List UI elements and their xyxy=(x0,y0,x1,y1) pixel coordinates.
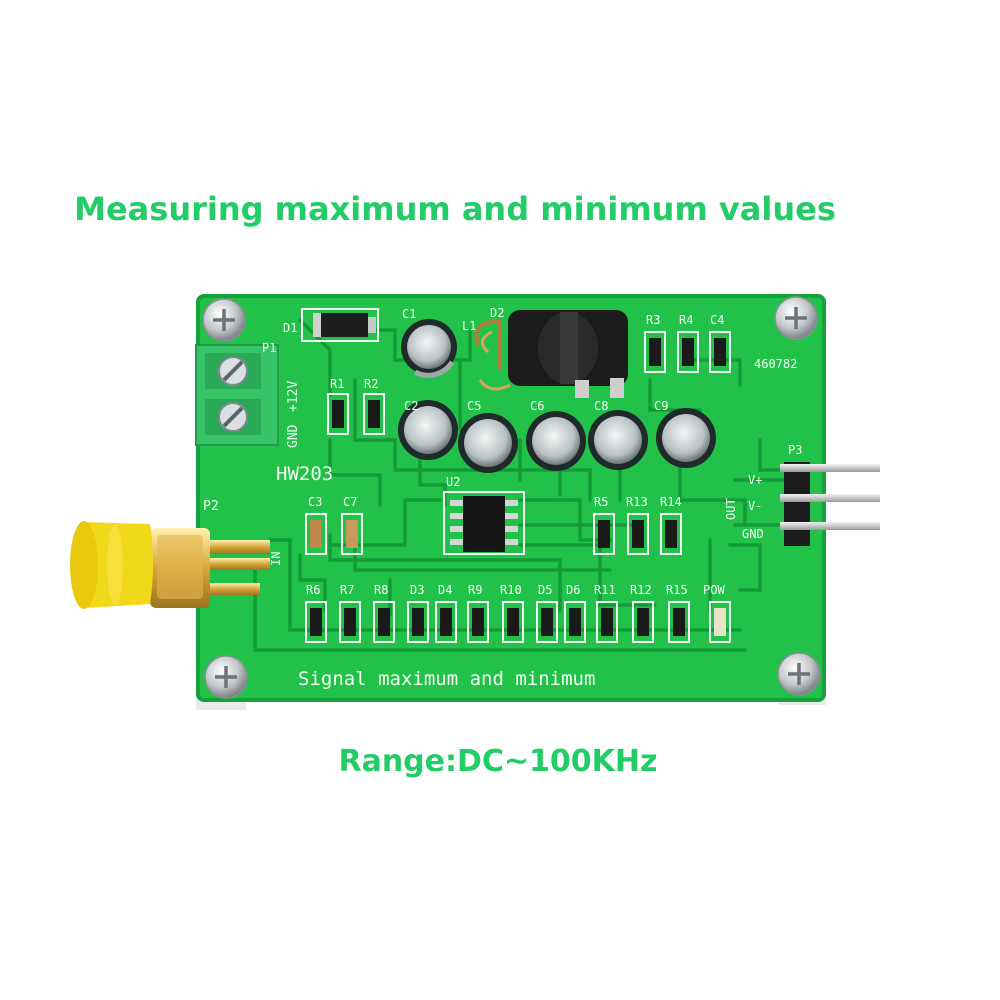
label-c2: C2 xyxy=(404,399,418,413)
label-r3: R3 xyxy=(646,313,660,327)
capacitor-icon xyxy=(398,319,716,473)
label-p3: P3 xyxy=(788,443,802,457)
label-12v: +12V xyxy=(286,381,301,412)
smd-components xyxy=(305,331,731,643)
label-vplus: V+ xyxy=(748,473,762,487)
label-r2: R2 xyxy=(364,377,378,391)
label-r5: R5 xyxy=(594,495,608,509)
label-r9: R9 xyxy=(468,583,482,597)
sma-connector xyxy=(70,521,270,609)
screw-icon xyxy=(202,296,821,699)
serial-number: 460782 xyxy=(754,357,797,371)
label-r10: R10 xyxy=(500,583,522,597)
label-in: IN xyxy=(269,552,283,566)
label-u2: U2 xyxy=(446,475,460,489)
label-d3: D3 xyxy=(410,583,424,597)
label-out: OUT xyxy=(724,498,738,520)
inductor-l1 xyxy=(474,310,628,398)
range-caption: Range:DC~100KHz xyxy=(338,744,658,779)
label-d6: D6 xyxy=(566,583,580,597)
label-p2: P2 xyxy=(203,499,219,514)
label-c7: C7 xyxy=(343,495,357,509)
label-d5: D5 xyxy=(538,583,552,597)
label-r11: R11 xyxy=(594,583,616,597)
label-r12: R12 xyxy=(630,583,652,597)
label-c6: C6 xyxy=(530,399,544,413)
label-r8: R8 xyxy=(374,583,388,597)
label-vminus: V- xyxy=(748,499,762,513)
label-d4: D4 xyxy=(438,583,452,597)
label-gnd-out: GND xyxy=(742,527,764,541)
label-c9: C9 xyxy=(654,399,668,413)
label-d1: D1 xyxy=(283,321,297,335)
board-description: Signal maximum and minimum xyxy=(298,668,595,690)
label-l1: L1 xyxy=(462,319,476,333)
label-r15: R15 xyxy=(666,583,688,597)
label-pow: POW xyxy=(703,583,725,597)
label-r13: R13 xyxy=(626,495,648,509)
headline: Measuring maximum and minimum values xyxy=(74,190,836,228)
silkscreen: D1 P1 C1 L1 D2 R3 R4 C4 460782 R1 R2 C2 … xyxy=(203,306,802,690)
power-terminal xyxy=(195,344,279,446)
label-p1: P1 xyxy=(262,341,276,355)
label-c8: C8 xyxy=(594,399,608,413)
label-d2: D2 xyxy=(490,306,504,320)
label-r4: R4 xyxy=(679,313,693,327)
label-c1: C1 xyxy=(402,307,416,321)
label-r7: R7 xyxy=(340,583,354,597)
label-r6: R6 xyxy=(306,583,320,597)
label-c5: C5 xyxy=(467,399,481,413)
label-r14: R14 xyxy=(660,495,682,509)
label-c3: C3 xyxy=(308,495,322,509)
diode-d1 xyxy=(301,308,379,342)
label-r1: R1 xyxy=(330,377,344,391)
model-label: HW203 xyxy=(276,463,333,485)
label-c4: C4 xyxy=(710,313,724,327)
ic-u2 xyxy=(443,491,525,555)
label-gnd-power: GND xyxy=(286,424,301,448)
pin-header-p3 xyxy=(780,462,880,546)
